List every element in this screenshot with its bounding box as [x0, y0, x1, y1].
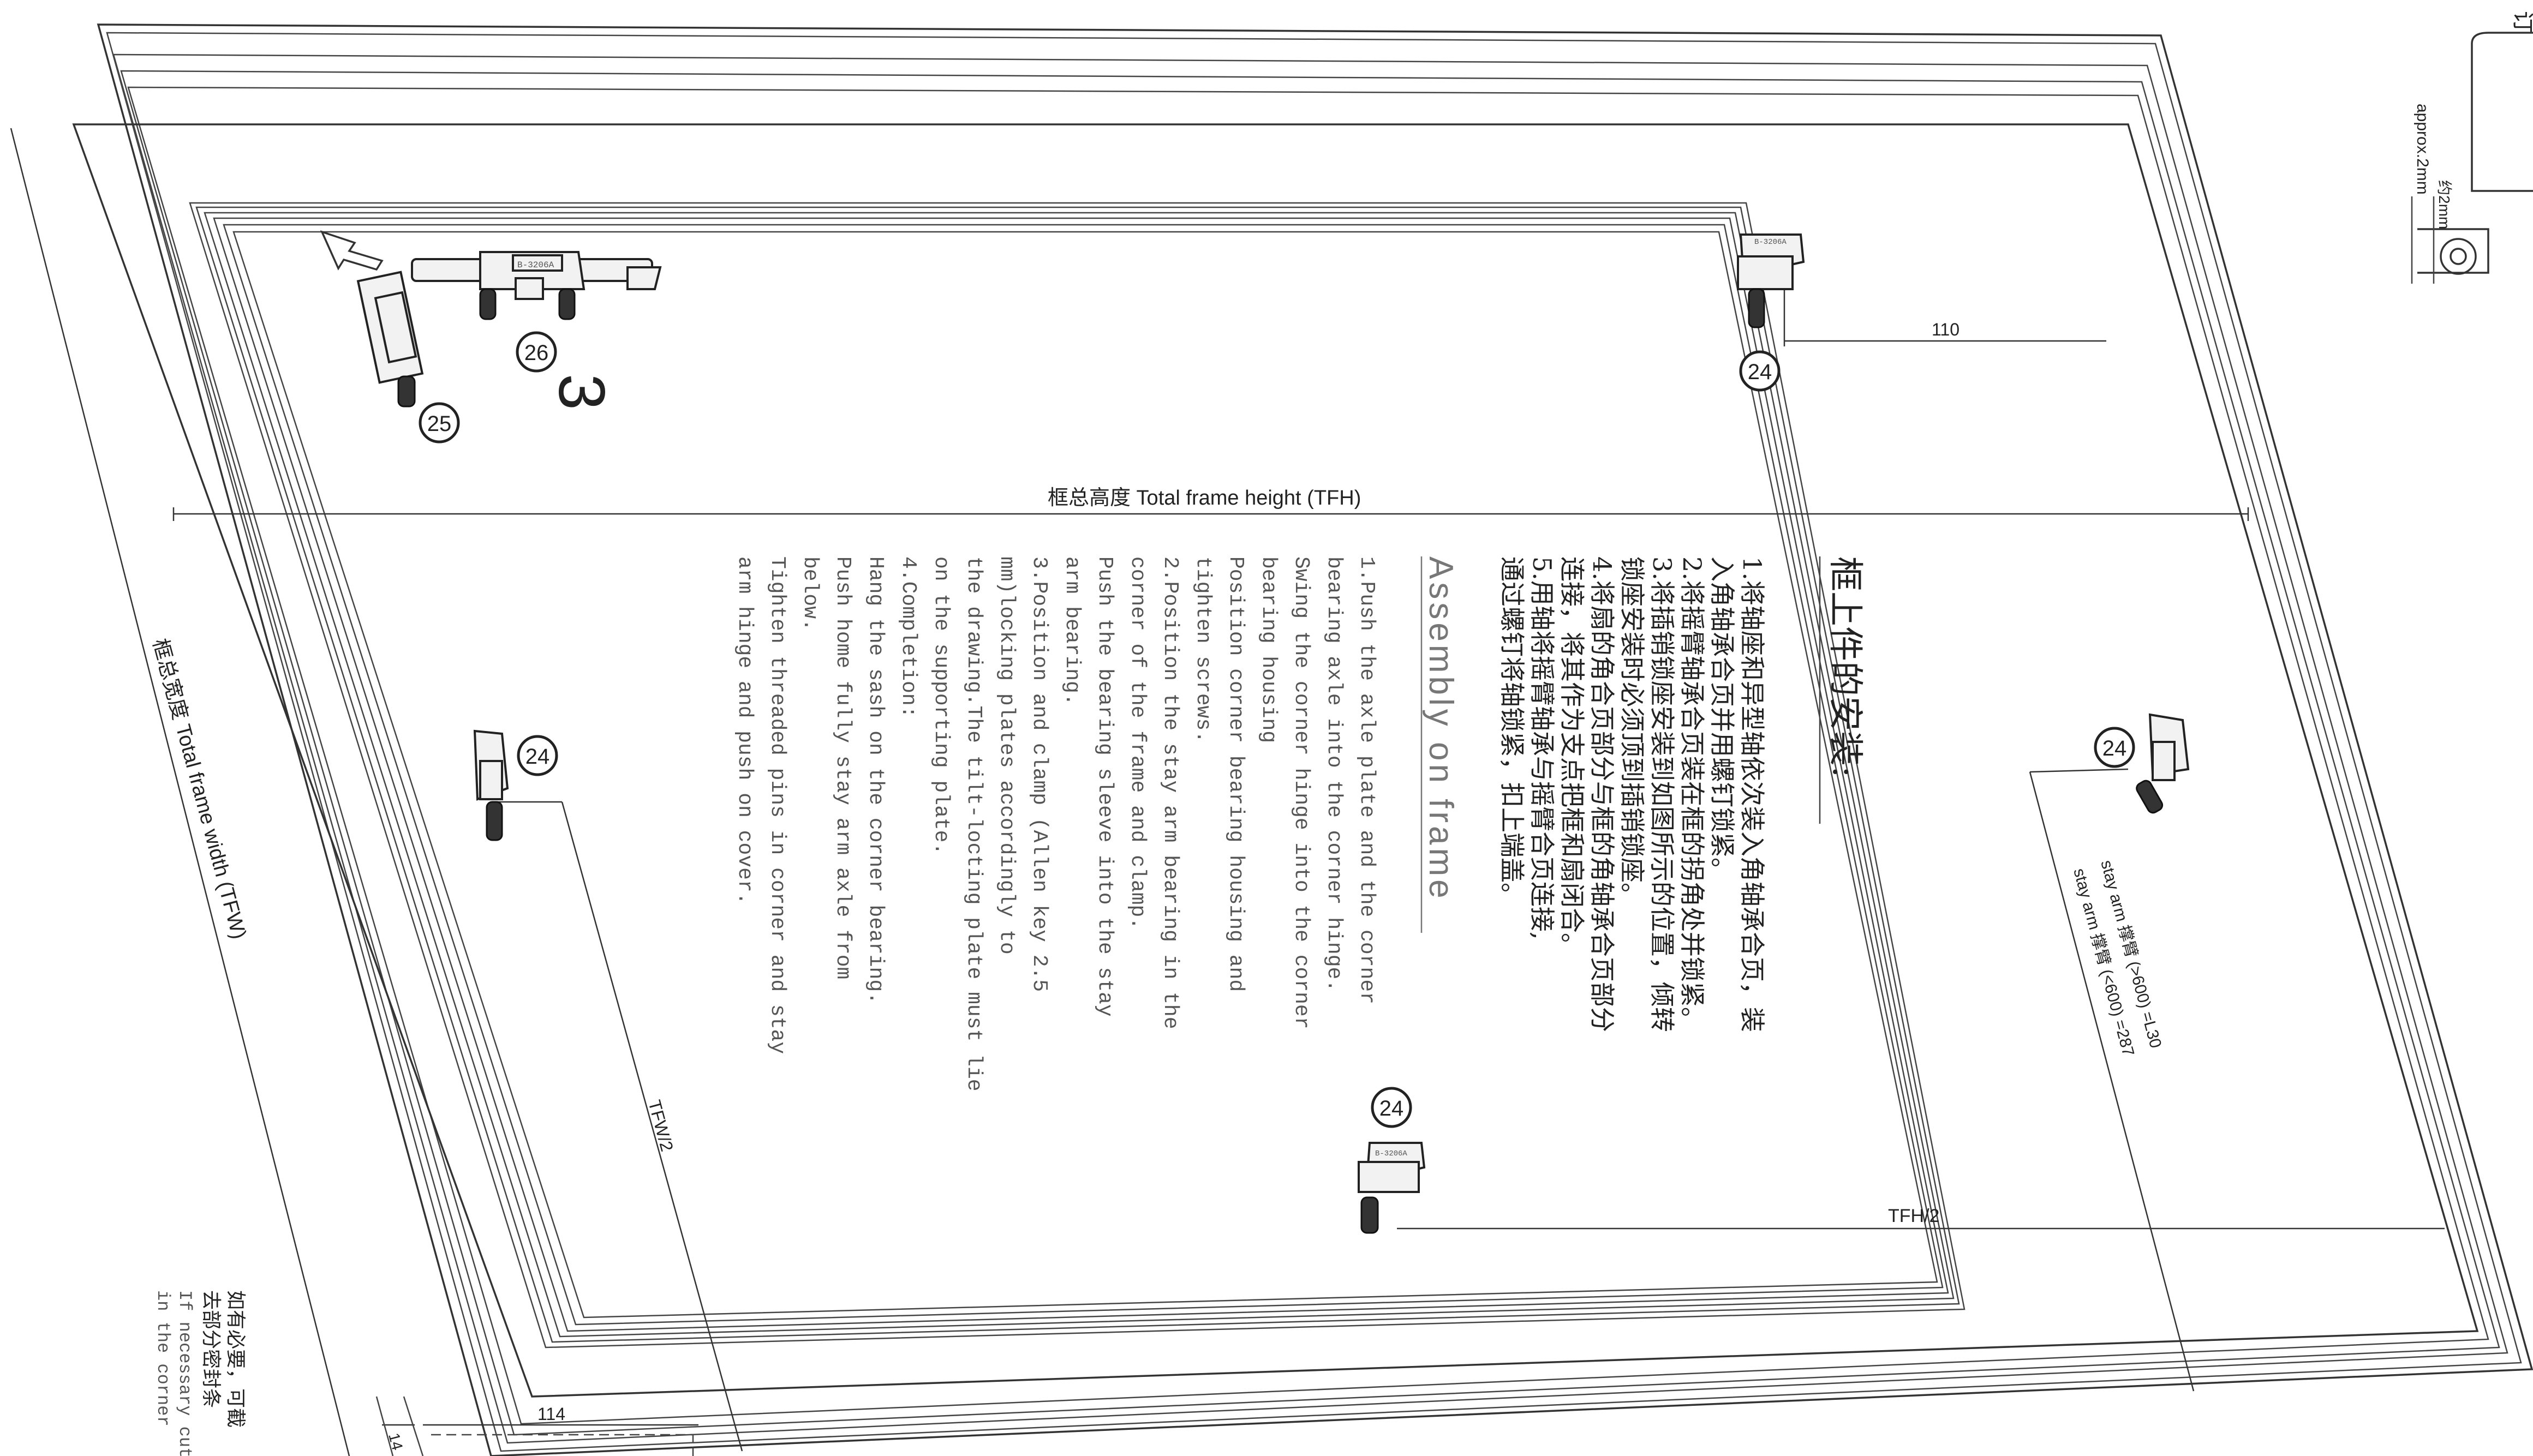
- stay-arm-leader: [2029, 768, 2129, 773]
- dim-114-detail: [375, 1396, 698, 1456]
- corner-note-line-1: 如有必要，可截: [224, 1290, 247, 1428]
- callout-25: 25: [419, 402, 460, 444]
- instructions-en-line-18: below.: [798, 556, 822, 631]
- instructions-en-line-15: 4.Completion:: [897, 556, 920, 718]
- approx-2mm-en: approx.2mm: [2413, 104, 2432, 195]
- instructions-en-line-13: the drawing.The tilt-locting plate must …: [962, 556, 985, 1092]
- instructions-cn-title: 框上件的安装:: [1825, 556, 1865, 778]
- corner-note-line-2: 去部分密封条: [200, 1290, 222, 1408]
- corner-glyph: 订: [2511, 11, 2533, 33]
- corner-note: 如有必要，可截 去部分密封条 If necessary cut s in the…: [153, 1290, 247, 1456]
- instructions-cn: 框上件的安装: 1.将轴座和异型轴依次装入角轴承合页，装 入角轴承合页并用螺钉锁…: [1497, 556, 1865, 1032]
- handle-plate-label: B-3206A: [517, 260, 554, 270]
- keeper-top: [1737, 233, 1805, 328]
- instructions-en-title: Assembly on frame: [1422, 556, 1460, 902]
- svg-text:25: 25: [427, 412, 452, 436]
- stay-arm-line: [2029, 771, 2195, 1392]
- instructions-en-line-16: Hang the sash on the corner bearing.: [864, 556, 887, 1004]
- instructions-en-line-11: 3.Position and clamp (Allen key 2.5: [1027, 556, 1051, 992]
- hinge-detail: [2411, 32, 2533, 284]
- instructions-en-line-1: 1.Push the axle plate and the corner: [1355, 556, 1378, 1004]
- instructions-en-line-12: mm)locking plates accordingly to: [995, 556, 1018, 955]
- instructions-en-line-8: corner of the frame and clamp.: [1126, 556, 1149, 930]
- dim-110-label: 110: [1932, 320, 1960, 339]
- svg-text:24: 24: [1748, 360, 1772, 384]
- keeper-top-label: B-3206A: [1754, 238, 1787, 247]
- svg-text:24: 24: [525, 745, 550, 769]
- tfw-half-line: [561, 801, 743, 1452]
- instructions-cn-line-3: 2.将摇臂轴承合页装在框的拐角处并锁紧。: [1677, 556, 1707, 1032]
- instructions-cn-line-9: 通过螺钉将轴锁紧，扣上端盖。: [1497, 556, 1527, 908]
- step-number: 3: [545, 374, 618, 410]
- tfh-label: 框总高度 Total frame height (TFH): [1048, 487, 1361, 510]
- callout-26: 26: [516, 331, 557, 373]
- instructions-cn-line-7: 连接，将其作为支点把框和扇闭合。: [1557, 556, 1587, 958]
- instructions-en-line-9: Push the bearing sleeve into the stay: [1093, 556, 1116, 1017]
- tfw-dimension-line: [10, 128, 350, 1456]
- instructions-en-line-5: Position corner bearing housing and: [1224, 556, 1247, 992]
- direction-arrow-icon: [320, 230, 384, 271]
- keeper-mid-label: B-3206A: [1375, 1149, 1407, 1158]
- locking-gear-assembly: [320, 230, 662, 408]
- instructions-en-line-7: 2.Position the stay arm bearing in the: [1158, 556, 1182, 1029]
- instructions-en-line-4: bearing housing: [1257, 556, 1280, 743]
- corner-note-line-4: in the corner: [153, 1290, 173, 1427]
- instructions-en-line-19: Tighten threaded pins in corner and stay: [766, 556, 789, 1054]
- callout-24-right: 24: [2094, 727, 2135, 768]
- callout-24-left: 24: [517, 735, 558, 776]
- tfw-label: 框总宽度 Total frame width (TFW): [148, 636, 250, 941]
- instructions-en-line-2: bearing axle into the corner hinge.: [1322, 556, 1346, 992]
- corner-note-line-3: If necessary cut s: [175, 1290, 195, 1456]
- dim-114-label: 114: [537, 1404, 565, 1424]
- instructions-en-line-14: on the supporting plate.: [929, 556, 953, 855]
- keeper-right: [2136, 713, 2190, 814]
- dim-14-label: 14: [385, 1431, 406, 1452]
- instructions-cn-line-5: 锁座安装时必须顶到插销锁座。: [1617, 556, 1647, 908]
- instructions-en-line-20: arm hinge and push on cover.: [733, 556, 756, 905]
- instructions-cn-line-8: 5.用轴将摇臂轴承与摇臂合页连接,: [1527, 556, 1557, 940]
- window-frame: [72, 23, 2533, 1456]
- instructions-cn-line-6: 4.将扇的角合页部分与框的角轴承合页部分: [1587, 556, 1617, 1032]
- svg-text:24: 24: [2102, 736, 2127, 760]
- instructions-cn-line-2: 入角轴承合页并用螺钉锁紧。: [1707, 556, 1737, 883]
- instructions-en-line-3: Swing the corner hinge into the corner: [1289, 556, 1313, 1029]
- keeper-left: [473, 729, 509, 841]
- tfw-half-label: TFW/2: [644, 1098, 677, 1153]
- svg-text:24: 24: [1379, 1097, 1404, 1121]
- instructions-en-line-6: tighten screws.: [1191, 556, 1215, 743]
- instructions-en-line-17: Push home fully stay arm axle from: [831, 556, 855, 979]
- callout-24-mid: 24: [1371, 1087, 1412, 1128]
- instructions-cn-line-4: 3.将插销锁座安装到如图所示的位置，倾转: [1647, 556, 1677, 1032]
- keeper-mid: [1358, 1142, 1426, 1234]
- approx-2mm-cn: 约2mm: [2436, 180, 2453, 229]
- instructions-cn-line-1: 1.将轴座和异型轴依次装入角轴承合页，装: [1737, 556, 1767, 1032]
- instructions-en: Assembly on frame 1.Push the axle plate …: [733, 556, 1460, 1092]
- tfh-half-label: TFH/2: [1888, 1206, 1939, 1226]
- callout-24-top: 24: [1739, 350, 1781, 392]
- svg-text:26: 26: [524, 341, 549, 365]
- tfh-dimension-line: [172, 507, 2249, 521]
- instructions-en-line-10: arm bearing.: [1060, 556, 1084, 706]
